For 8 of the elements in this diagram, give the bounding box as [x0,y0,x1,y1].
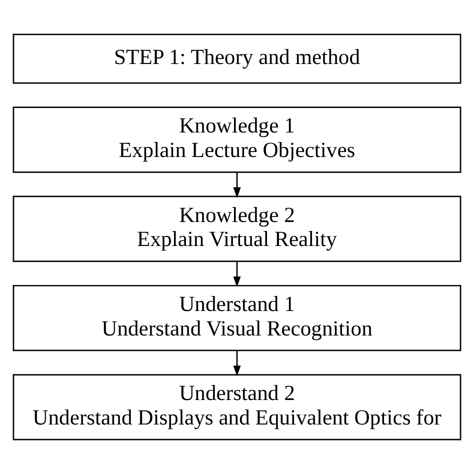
arrow [233,261,241,288]
node-box: STEP 1: Theory and method [12,34,462,84]
arrow [233,172,241,198]
node-box: Knowledge 2 Explain Virtual Reality [12,196,462,262]
node-box: Understand 2 Understand Displays and Equivalent Optics for [12,374,462,440]
arrow [233,350,241,376]
node-box: Understand 1 Understand Visual Recognition [12,284,462,352]
node-box: Knowledge 1 Explain Lecture Objectives [12,106,462,173]
